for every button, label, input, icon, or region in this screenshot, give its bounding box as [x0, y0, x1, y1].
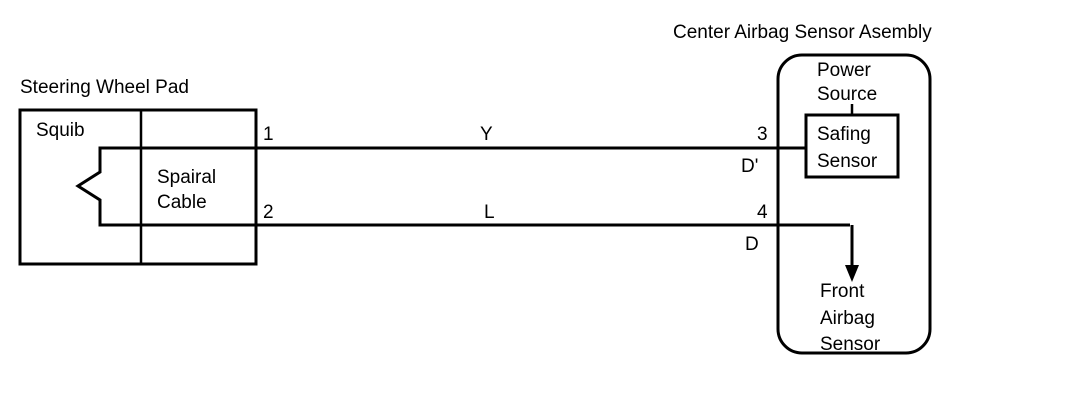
pad-pin-2: 2	[263, 202, 274, 223]
front-sensor-label-line1: Front	[820, 281, 865, 302]
spiral-cable-label-line2: Cable	[157, 192, 207, 213]
safing-sensor-label-line2: Sensor	[817, 151, 878, 172]
connector-d: D	[745, 234, 759, 255]
center-sensor-assembly-title: Center Airbag Sensor Asembly	[673, 22, 932, 43]
pad-pin-1: 1	[263, 124, 274, 145]
power-source-label-line2: Source	[817, 84, 877, 105]
squib-label: Squib	[36, 120, 85, 141]
connector-d-prime: D'	[741, 156, 758, 177]
sensor-pin-3: 3	[757, 124, 768, 145]
front-sensor-arrow-icon	[845, 265, 859, 282]
sensor-pin-4: 4	[757, 202, 768, 223]
power-source-label-line1: Power	[817, 60, 872, 81]
front-sensor-label-line2: Airbag	[820, 308, 875, 329]
spiral-cable-label-line1: Spairal	[157, 167, 216, 188]
squib-symbol	[75, 146, 850, 227]
center-sensor-assembly-box	[776, 53, 932, 355]
wire-color-l: L	[484, 202, 495, 223]
steering-wheel-pad-title: Steering Wheel Pad	[20, 77, 189, 98]
steering-wheel-pad-box	[18, 108, 258, 266]
safing-sensor-box	[804, 113, 900, 179]
wire-color-y: Y	[480, 124, 493, 145]
front-sensor-label-line3: Sensor	[820, 334, 881, 355]
safing-sensor-label-line1: Safing	[817, 124, 871, 145]
